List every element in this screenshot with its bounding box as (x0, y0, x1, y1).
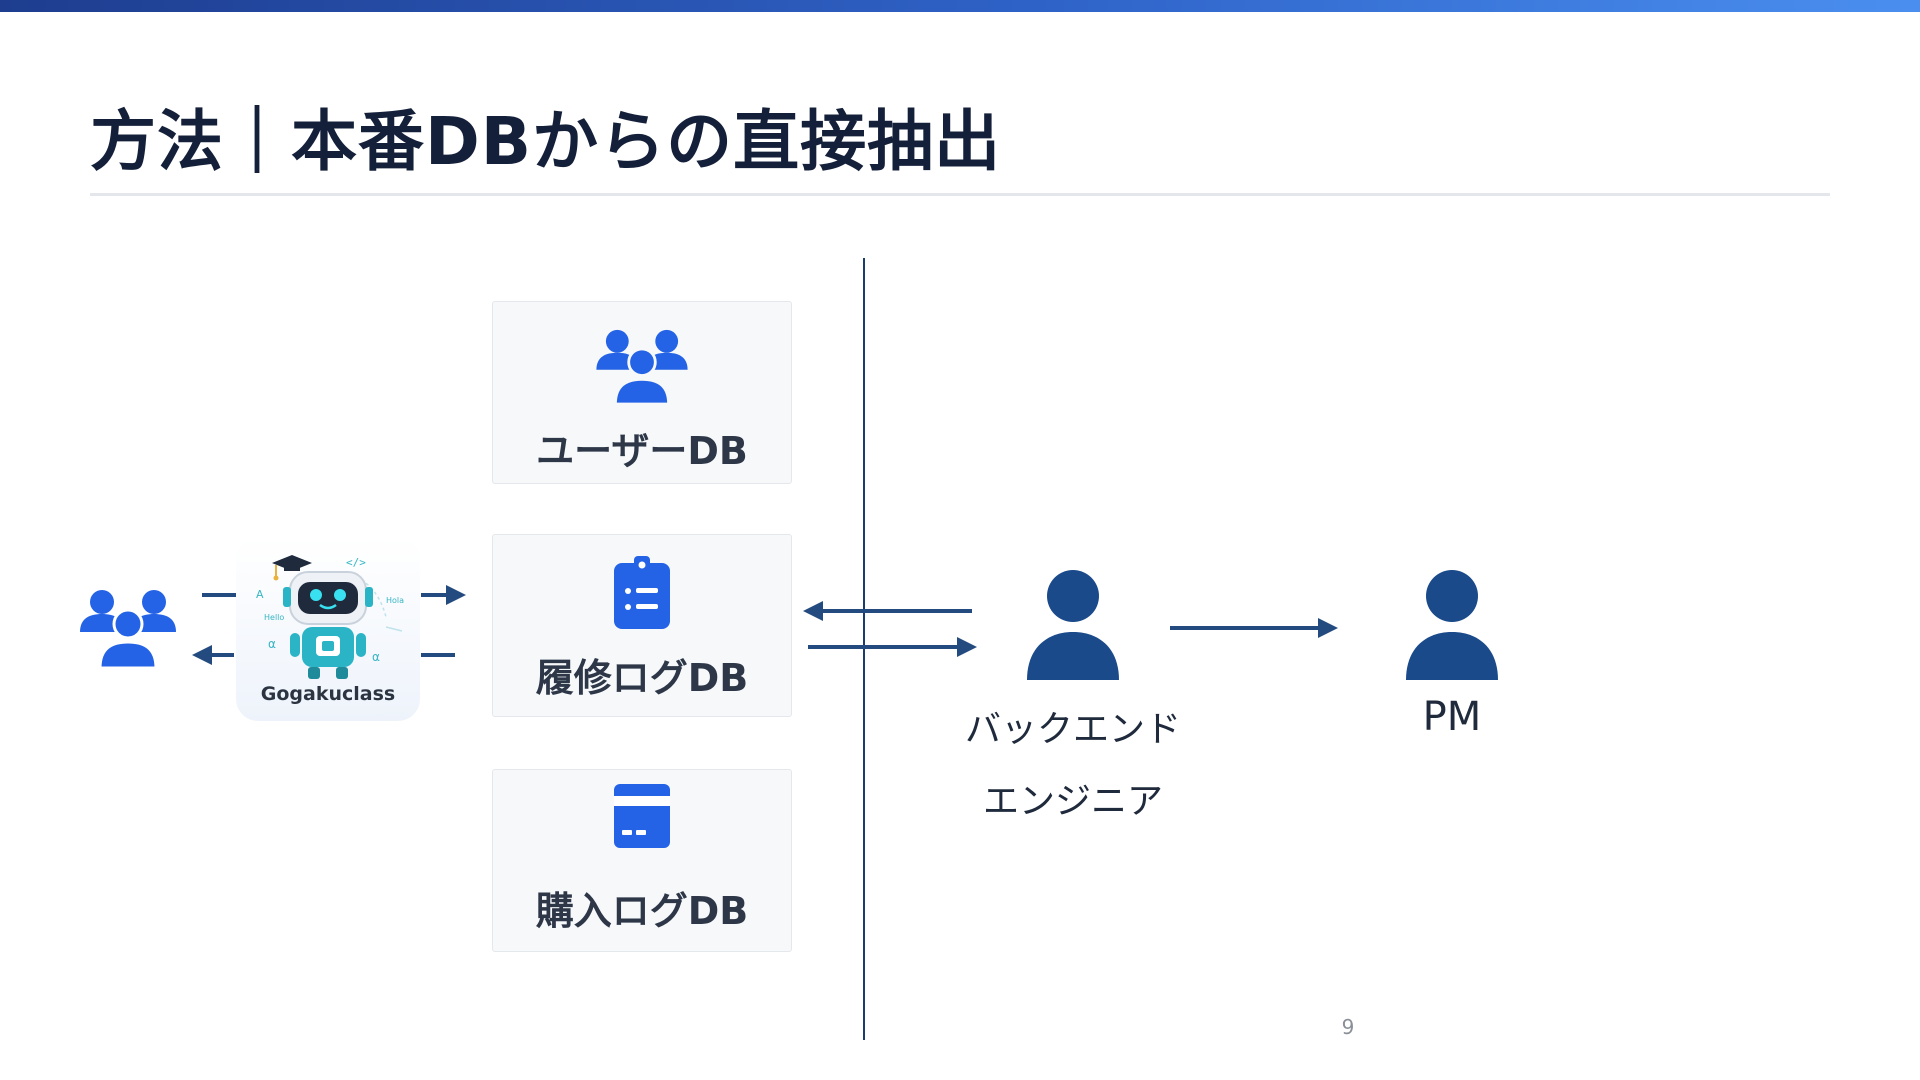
role-label-pm: PM (1422, 694, 1482, 740)
svg-text:Hola: Hola (386, 596, 404, 605)
title-divider (90, 193, 1830, 196)
db-label-purchase-log: 購入ログDB (535, 889, 749, 933)
clipboard-list-icon (614, 556, 670, 629)
svg-text:α: α (268, 637, 276, 651)
db-card-purchase-log: 購入ログDB (492, 769, 792, 952)
db-card-course-log: 履修ログDB (492, 534, 792, 717)
app-card: </> A Hola Hello α α Gogakuclass (236, 537, 420, 721)
svg-text:</>: </> (346, 556, 366, 569)
robot-mascot-icon: </> A Hola Hello α α (256, 555, 404, 679)
users-icon (596, 329, 688, 404)
svg-text:A: A (256, 588, 264, 601)
db-label-users: ユーザーDB (536, 429, 748, 473)
top-accent-bar (0, 0, 1920, 12)
person-icon (1027, 570, 1119, 680)
db-card-users: ユーザーDB (492, 301, 792, 484)
slide-title: 方法｜本番DBからの直接抽出 (90, 103, 1002, 180)
role-label-backend-line2: エンジニア (982, 781, 1163, 822)
app-name: Gogakuclass (260, 683, 396, 705)
db-label-course-log: 履修ログDB (535, 656, 749, 700)
svg-text:Hello: Hello (264, 613, 284, 622)
credit-card-icon (614, 784, 670, 848)
page-number: 9 (1341, 1015, 1355, 1039)
users-icon (80, 590, 176, 668)
role-label-backend-line1: バックエンド (964, 709, 1181, 750)
person-icon (1406, 570, 1498, 680)
svg-text:α: α (372, 650, 380, 664)
